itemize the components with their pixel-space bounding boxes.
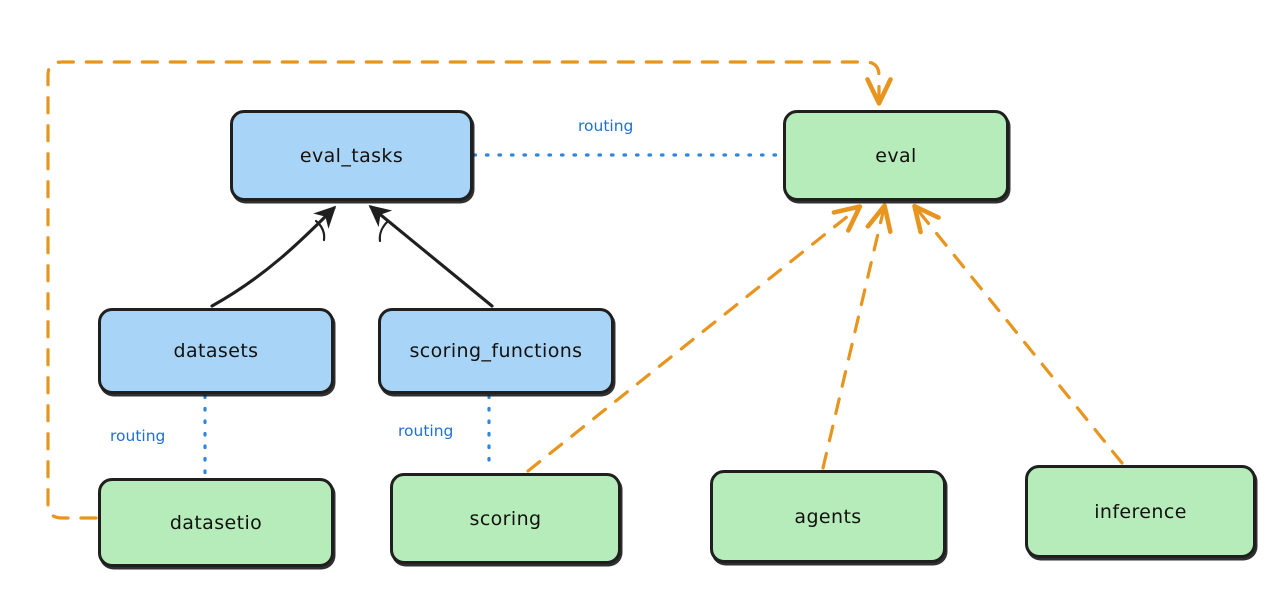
node-label-scoring-functions: scoring_functions bbox=[409, 340, 583, 362]
node-label-datasets: datasets bbox=[173, 340, 259, 362]
edge-agents-to-eval bbox=[821, 203, 893, 470]
node-label-scoring: scoring bbox=[469, 507, 542, 530]
node-label-agents: agents bbox=[794, 505, 862, 528]
node-scoring[interactable]: scoring bbox=[390, 473, 621, 564]
node-scoring-functions[interactable]: scoring_functions bbox=[378, 308, 614, 394]
node-inference[interactable]: inference bbox=[1025, 465, 1256, 558]
node-agents[interactable]: agents bbox=[710, 470, 946, 563]
node-eval[interactable]: eval bbox=[783, 110, 1009, 201]
node-label-eval: eval bbox=[875, 144, 917, 167]
edge-scoring-functions-to-eval-tasks bbox=[368, 205, 494, 308]
edge-label-routing-datasets-datasetio: routing bbox=[110, 427, 166, 445]
node-label-datasetio: datasetio bbox=[169, 511, 263, 534]
node-datasets[interactable]: datasets bbox=[98, 308, 334, 394]
edge-label-routing-eval-tasks-eval: routing bbox=[578, 117, 634, 135]
edge-inference-to-eval bbox=[912, 203, 1124, 465]
node-label-inference: inference bbox=[1094, 500, 1187, 523]
node-label-eval-tasks: eval_tasks bbox=[299, 144, 404, 167]
edge-datasets-to-eval-tasks bbox=[210, 205, 337, 308]
edge-label-routing-scoring-functions-scoring: routing bbox=[398, 422, 454, 440]
node-eval-tasks[interactable]: eval_tasks bbox=[230, 110, 473, 201]
node-datasetio[interactable]: datasetio bbox=[98, 478, 334, 567]
